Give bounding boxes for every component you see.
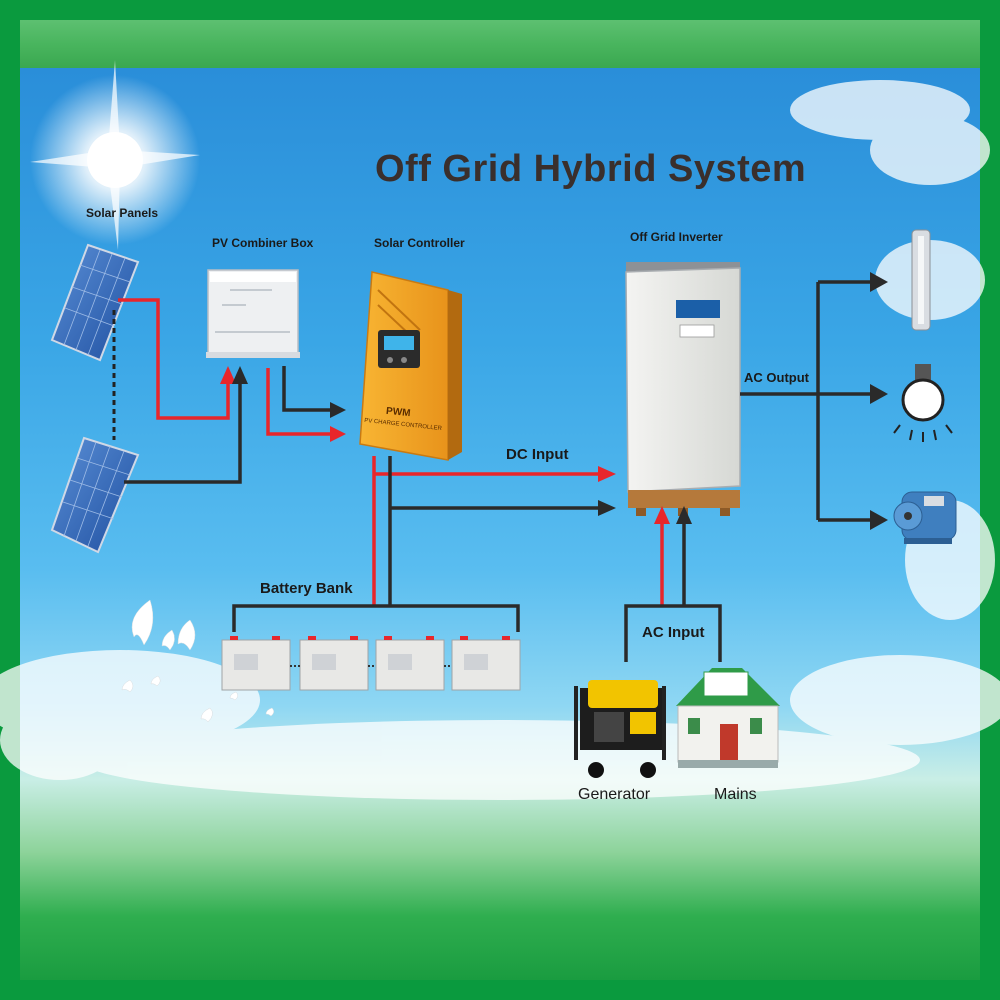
wire-ac-input-bus	[624, 604, 722, 662]
label-dc-input: DC Input	[506, 446, 569, 463]
sun-icon	[30, 60, 200, 250]
wire-battery-bus	[232, 604, 520, 632]
generator-icon	[574, 680, 666, 778]
label-off-grid-inverter: Off Grid Inverter	[630, 230, 723, 244]
solar-panel-icon	[50, 243, 140, 554]
label-generator: Generator	[578, 786, 651, 803]
label-battery-bank: Battery Bank	[260, 580, 353, 597]
clouds	[0, 80, 1000, 800]
sky-background	[20, 68, 980, 980]
label-solar-panels: Solar Panels	[86, 206, 159, 220]
label-solar-controller: Solar Controller	[374, 236, 465, 250]
motor-icon	[893, 491, 957, 544]
house-icon	[676, 668, 780, 768]
pump-icon	[911, 229, 931, 331]
black-arrowheads	[232, 272, 888, 530]
wire-panel1-to-combiner	[118, 298, 230, 420]
label-ac-output: AC Output	[744, 370, 809, 385]
label-mains: Mains	[714, 786, 757, 803]
wire-combiner-to-controller-red	[266, 368, 336, 436]
label-ac-input: AC Input	[642, 624, 705, 641]
combiner-box-icon	[206, 269, 300, 358]
charge-controller-icon	[359, 271, 462, 461]
bird-icon	[121, 599, 274, 723]
page-title: Off Grid Hybrid System	[375, 148, 807, 190]
red-wires	[118, 298, 664, 606]
battery-icon	[221, 636, 521, 691]
light-bulb-icon	[893, 364, 953, 442]
wire-panel2-to-combiner	[124, 380, 242, 484]
label-pv-combiner-box: PV Combiner Box	[212, 236, 314, 250]
top-band	[20, 20, 980, 68]
red-arrowheads	[220, 366, 670, 524]
wire-combiner-to-controller-black	[282, 366, 336, 412]
inverter-icon	[625, 262, 741, 516]
black-wires	[124, 280, 872, 662]
